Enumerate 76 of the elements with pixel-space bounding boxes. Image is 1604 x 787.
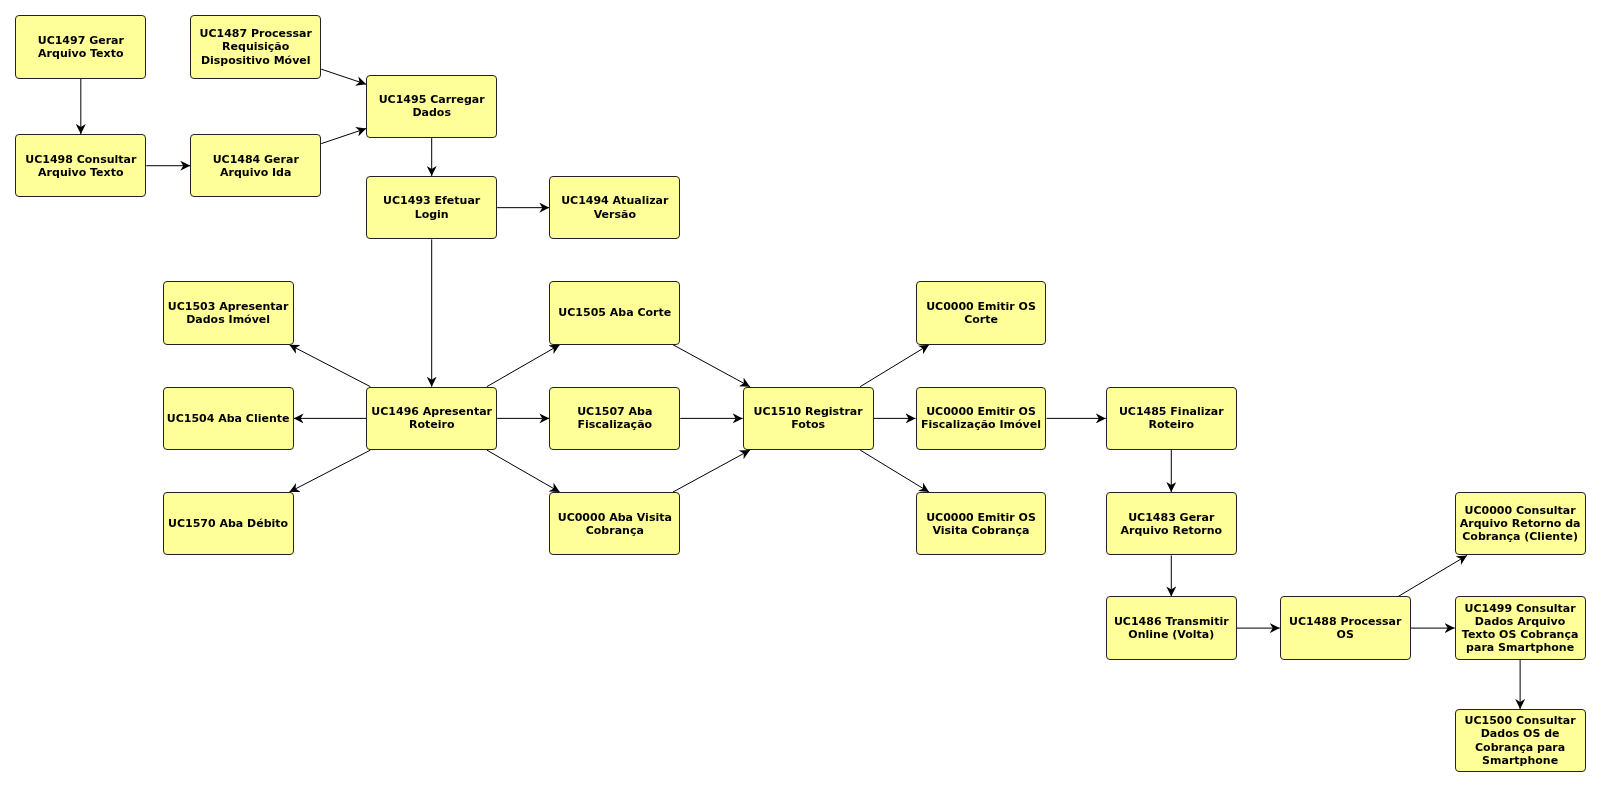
use-case-label: UC0000 Aba Visita Cobrança: [556, 510, 673, 537]
use-case-label: UC1500 Consultar Dados OS de Cobrança para Smartphone: [1463, 714, 1577, 767]
use-case-box: [162, 492, 294, 556]
use-case-label: UC1494 Atualizar Versão: [560, 194, 670, 221]
arrow: [496, 202, 550, 213]
arrow: [1410, 623, 1456, 634]
use-case-box: [915, 386, 1047, 451]
use-case-box: [162, 386, 294, 451]
use-case-label: UC1497 Gerar Arquivo Texto: [36, 33, 125, 61]
use-case-label: UC1503 Apresentar Dados Imóvel: [166, 299, 290, 327]
use-case-box: [1279, 596, 1411, 660]
use-case-label: UC0000 Emitir OS Fiscalização Imóvel: [920, 405, 1042, 432]
use-case-box: [1454, 492, 1586, 556]
use-case-label: UC1483 Gerar Arquivo Retorno: [1119, 510, 1224, 537]
use-case-box: [1105, 386, 1237, 451]
arrow: [496, 413, 550, 424]
use-case-box: [549, 175, 681, 240]
use-case-box: [549, 492, 681, 556]
use-case-label: UC1484 Gerar Arquivo Ida: [211, 152, 300, 179]
use-case-box: [549, 281, 681, 345]
use-case-box: [366, 386, 498, 451]
use-case-box: [915, 492, 1047, 556]
use-case-label: UC1485 Finalizar Roteiro: [1117, 405, 1225, 432]
arrow: [1515, 659, 1526, 710]
arrow: [145, 160, 191, 171]
use-case-label: UC0000 Consultar Arquivo Retorno da Cobrança (Cliente): [1458, 503, 1582, 544]
use-case-label: UC1507 Aba Fiscalização: [576, 405, 654, 432]
arrow: [320, 68, 367, 86]
use-case-box: [1454, 708, 1586, 773]
use-case-label: UC1498 Consultar Arquivo Texto: [24, 152, 138, 179]
arrow: [486, 344, 561, 388]
use-case-box: [15, 15, 147, 79]
use-case-label: UC0000 Emitir OS Corte: [925, 299, 1037, 327]
arrow: [288, 449, 371, 493]
arrow: [672, 449, 751, 493]
use-case-box: [190, 134, 322, 198]
use-case-label: UC1495 Carregar Dados: [377, 93, 486, 120]
use-case-label: UC1493 Efetuar Login: [382, 194, 482, 221]
use-case-box: [366, 74, 498, 139]
arrow: [873, 413, 917, 424]
use-case-box: [1105, 492, 1237, 556]
use-case-box: [15, 134, 147, 198]
arrow: [75, 78, 86, 135]
use-case-box: [549, 386, 681, 451]
use-case-label: UC1499 Consultar Dados Arquivo Texto OS Cobrança para Smartphone: [1460, 601, 1580, 655]
arrow: [426, 137, 437, 177]
arrow: [486, 449, 561, 493]
arrow: [672, 344, 751, 388]
use-case-label: UC1510 Registrar Fotos: [752, 405, 864, 432]
use-case-box: [366, 175, 498, 240]
use-case-label: UC0000 Emitir OS Visita Cobrança: [925, 510, 1037, 537]
arrow: [426, 238, 437, 388]
use-case-box: [190, 15, 322, 79]
arrow: [288, 344, 371, 388]
use-case-box: [742, 386, 874, 451]
arrow: [1236, 623, 1281, 634]
arrow: [859, 344, 930, 388]
use-case-box: [915, 281, 1047, 345]
arrow: [1166, 554, 1177, 597]
arrow: [320, 126, 367, 145]
use-case-label: UC1488 Processar OS: [1287, 614, 1403, 642]
use-case-label: UC1496 Apresentar Roteiro: [370, 405, 493, 432]
arrow: [1046, 413, 1107, 424]
use-case-box: [1105, 596, 1237, 660]
arrow: [293, 413, 367, 424]
arrow: [679, 413, 744, 424]
use-case-box: [162, 281, 294, 345]
use-case-label: UC1504 Aba Cliente: [166, 411, 290, 425]
arrow: [1166, 449, 1177, 493]
use-case-box: [1454, 596, 1586, 660]
use-case-label: UC1505 Aba Corte: [558, 306, 672, 320]
arrow: [1397, 554, 1468, 597]
arrow: [859, 449, 930, 493]
use-case-label: UC1570 Aba Débito: [168, 517, 289, 531]
use-case-label: UC1487 Processar Requisição Dispositivo Móvel: [198, 27, 313, 67]
use-case-label: UC1486 Transmitir Online (Volta): [1112, 614, 1230, 642]
